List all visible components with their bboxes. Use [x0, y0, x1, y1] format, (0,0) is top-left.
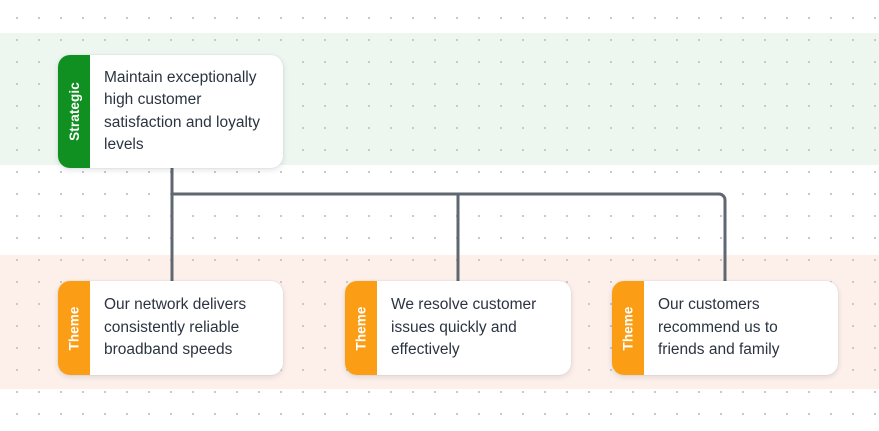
- theme-card-1[interactable]: Theme Our network delivers consistently …: [58, 281, 283, 375]
- strategic-card-text: Maintain exceptionally high customer sat…: [104, 68, 260, 154]
- theme-card-2-text: We resolve customer issues quickly and e…: [391, 296, 537, 359]
- theme-card-3[interactable]: Theme Our customers recommend us to frie…: [612, 281, 838, 375]
- theme-card-1-tab: Theme: [58, 281, 90, 375]
- theme-card-2-tab: Theme: [345, 281, 377, 375]
- theme-card-1-text: Our network delivers consistently reliab…: [104, 296, 247, 359]
- theme-card-2-tab-label: Theme: [353, 305, 369, 351]
- strategic-card-tab: Strategic: [58, 55, 90, 168]
- strategic-card-body: Maintain exceptionally high customer sat…: [90, 55, 283, 168]
- theme-card-1-body: Our network delivers consistently reliab…: [90, 281, 283, 375]
- strategic-card[interactable]: Strategic Maintain exceptionally high cu…: [58, 55, 283, 168]
- theme-card-2[interactable]: Theme We resolve customer issues quickly…: [345, 281, 571, 375]
- theme-card-3-tab: Theme: [612, 281, 644, 375]
- theme-card-2-body: We resolve customer issues quickly and e…: [377, 281, 571, 375]
- theme-card-3-body: Our customers recommend us to friends an…: [644, 281, 838, 375]
- theme-card-1-tab-label: Theme: [66, 305, 82, 351]
- theme-card-3-tab-label: Theme: [620, 305, 636, 351]
- theme-card-3-text: Our customers recommend us to friends an…: [658, 296, 780, 359]
- strategic-card-tab-label: Strategic: [66, 82, 82, 141]
